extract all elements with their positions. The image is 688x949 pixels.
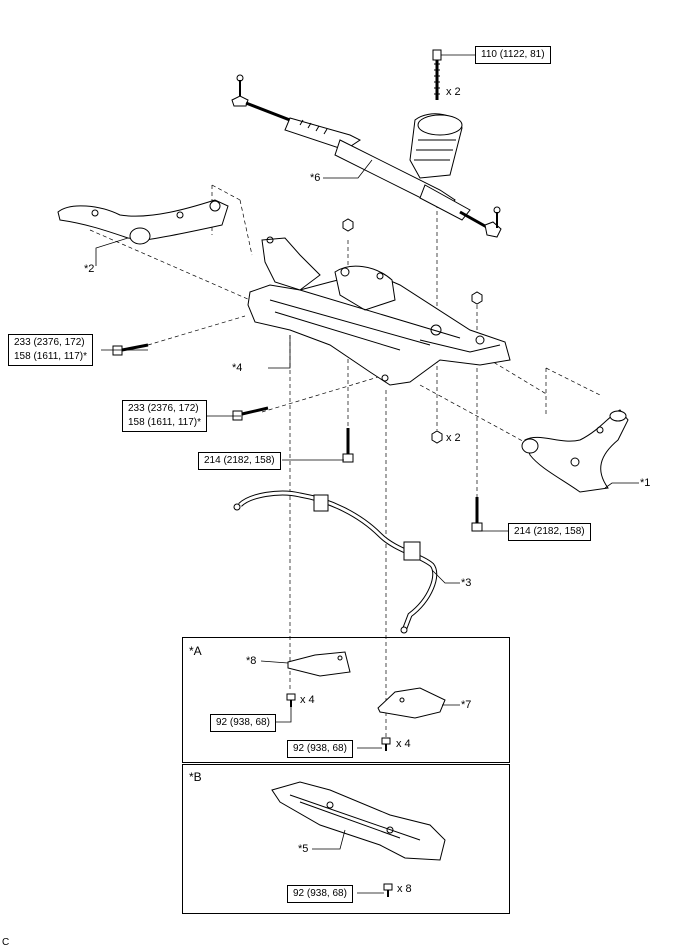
stabilizer-bar [233,490,438,634]
qty-brace8-bolt: x 4 [300,694,315,706]
callout-part-4: *4 [232,362,243,374]
crossmember-nuts [342,218,483,444]
callout-part-1: *1 [640,477,651,489]
no-1-engine-under-cover-plate-5 [271,781,446,861]
torque-value-primary: 233 (2376, 172) [128,403,199,414]
figure-code: C [2,937,10,948]
torque-box-right-bolt: 214 (2182, 158) [508,523,591,541]
brace-bolts-7 [381,737,391,751]
qty-steering-bolt: x 2 [446,86,461,98]
qty-nut: x 2 [446,432,461,444]
callout-part-3: *3 [461,577,472,589]
torque-box-plate5-bolt: 92 (938, 68) [287,885,353,903]
torque-box-brace8-bolt: 92 (938, 68) [210,714,276,732]
front-suspension-crossmember [247,236,511,386]
lower-arm-lh [57,199,229,245]
callout-part-7: *7 [461,699,472,711]
torque-box-left-bolt: 233 (2376, 172) 158 (1611, 117)* [8,334,94,366]
qty-plate5-bolt: x 8 [397,883,412,895]
torque-box-mid-bolt: 233 (2376, 172) 158 (1611, 117)* [122,400,208,432]
inset-panel-a-label: *A [189,644,202,658]
lower-arm-rh [521,409,629,493]
qty-brace7-bolt: x 4 [396,738,411,750]
steering-bolt [432,49,442,100]
torque-box-steering-bolt: 110 (1122, 81) [475,46,551,64]
steering-gear-assembly [231,74,502,238]
inset-panel-b: *B [182,764,510,914]
inset-panel-a: *A [182,637,510,763]
front-brace-8 [287,651,351,677]
crossmember-bolts [112,343,483,532]
plate-bolts-5 [383,883,393,897]
torque-box-brace7-bolt: 92 (938, 68) [287,740,353,758]
torque-value-alternate: 158 (1611, 117)* [14,351,88,362]
leader-lines [95,54,639,894]
torque-value-alternate: 158 (1611, 117)* [128,417,202,428]
brace-bolts-8 [286,693,296,707]
torque-box-center-bolt: 214 (2182, 158) [198,452,281,470]
callout-part-2: *2 [84,263,95,275]
callout-part-8: *8 [246,655,257,667]
torque-value-primary: 233 (2376, 172) [14,337,85,348]
inset-panel-b-label: *B [189,770,202,784]
callout-part-6: *6 [310,172,321,184]
callout-part-5: *5 [298,843,309,855]
front-brace-7 [377,687,446,719]
